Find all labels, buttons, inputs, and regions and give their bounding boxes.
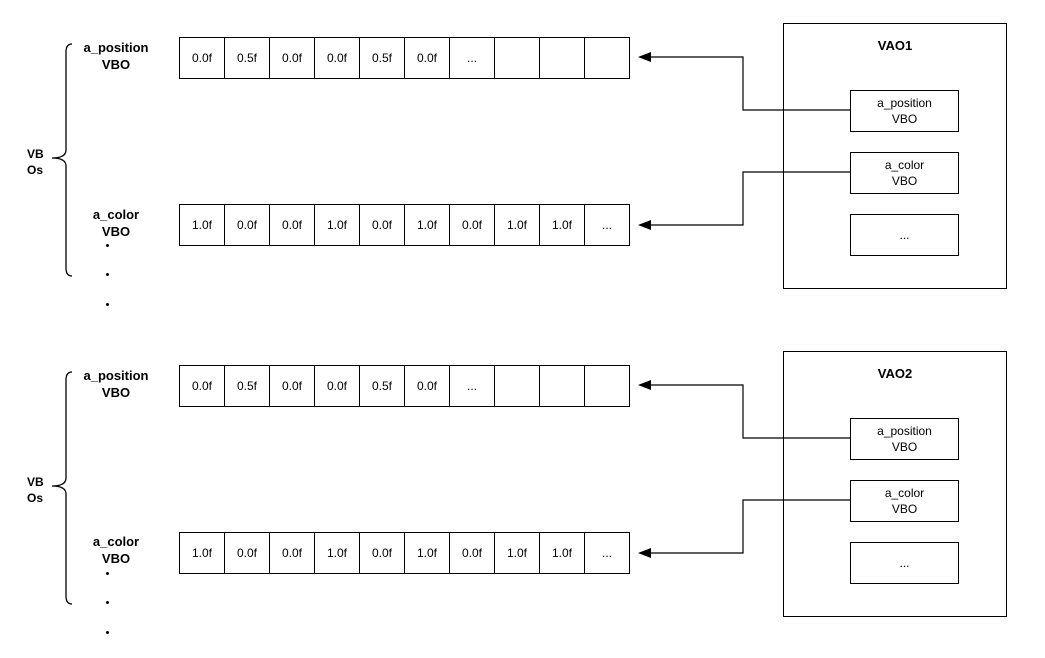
color-vbo-array: 1.0f 0.0f 0.0f 1.0f 0.0f 1.0f 0.0f 1.0f … [179, 532, 630, 574]
array-cell: 0.5f [360, 366, 405, 406]
array-cell: 0.0f [450, 533, 495, 573]
array-cell: 1.0f [495, 205, 540, 245]
array-cell: 1.0f [315, 205, 360, 245]
vao-group-1: VB Os a_position VBO a_color VBO 0.0f 0.… [27, 23, 1007, 306]
array-cell: ... [601, 546, 612, 560]
position-vbo-label: a_position VBO [83, 40, 149, 72]
ellipsis-dot [106, 572, 109, 575]
array-cell: 0.0f [360, 533, 405, 573]
array-cell [585, 366, 629, 406]
vao-group-2: VB Os a_position VBO a_color VBO 0.0f 0.… [0, 328, 1045, 658]
array-cell: 0.0f [405, 366, 450, 406]
array-cell: 0.5f [225, 366, 270, 406]
vao-slot-position: a_position VBO [850, 418, 959, 460]
ellipsis-dot [106, 303, 109, 306]
array-cell: 1.0f [540, 205, 585, 245]
color-vbo-array: 1.0f 0.0f 0.0f 1.0f 0.0f 1.0f 0.0f 1.0f … [179, 204, 630, 246]
ellipsis-dot [106, 273, 109, 276]
vao-box: VAO2 a_position VBO a_color VBO ... [783, 351, 1007, 617]
ellipsis-dot [106, 601, 109, 604]
array-cell: 1.0f [405, 533, 450, 573]
vao-title: VAO2 [877, 366, 913, 381]
array-cell: 1.0f [495, 533, 540, 573]
position-vbo-label: a_position VBO [83, 368, 149, 400]
array-cell: 0.0f [180, 38, 225, 78]
array-cell: 1.0f [180, 205, 225, 245]
vao-slot-color: a_color VBO [850, 480, 959, 522]
array-cell: 0.0f [270, 533, 315, 573]
array-cell: 1.0f [315, 533, 360, 573]
array-cell [495, 38, 540, 78]
array-cell: ... [450, 38, 495, 78]
color-vbo-label: a_color VBO [92, 207, 140, 239]
ellipsis-dot [106, 631, 109, 634]
array-cell: 0.0f [270, 38, 315, 78]
array-cell: 0.5f [225, 38, 270, 78]
array-cell: 0.0f [360, 205, 405, 245]
vao-title: VAO1 [877, 38, 913, 53]
vao-slot-more: ... [850, 542, 959, 584]
position-vbo-array: 0.0f 0.5f 0.0f 0.0f 0.5f 0.0f ... [179, 37, 630, 79]
array-cell [540, 366, 585, 406]
array-cell: 0.0f [315, 366, 360, 406]
connector-lines [51, 43, 850, 277]
array-cell [495, 366, 540, 406]
vao-box: VAO1 a_position VBO a_color VBO ... [783, 23, 1007, 289]
ellipsis-dot [106, 244, 109, 247]
array-cell: 1.0f [180, 533, 225, 573]
position-vbo-array: 0.0f 0.5f 0.0f 0.0f 0.5f 0.0f ... [179, 365, 630, 407]
array-cell: 1.0f [540, 533, 585, 573]
vao-slot-more: ... [850, 214, 959, 256]
array-cell: 0.0f [180, 366, 225, 406]
array-cell: 0.0f [315, 38, 360, 78]
vbos-label: VB Os [27, 147, 44, 177]
color-vbo-label: a_color VBO [92, 534, 140, 566]
array-cell [585, 38, 629, 78]
array-cell: 0.0f [225, 205, 270, 245]
array-cell: 0.0f [405, 38, 450, 78]
array-cell [540, 38, 585, 78]
array-cell: 1.0f [405, 205, 450, 245]
connector-lines [51, 371, 850, 605]
vao-slot-position: a_position VBO [850, 90, 959, 132]
array-cell: 0.0f [270, 205, 315, 245]
array-cell: 0.0f [270, 366, 315, 406]
vbos-label: VB Os [27, 475, 44, 505]
array-cell: 0.0f [450, 205, 495, 245]
array-cell: 0.5f [360, 38, 405, 78]
array-cell: 0.0f [225, 533, 270, 573]
vao-slot-color: a_color VBO [850, 152, 959, 194]
array-cell: ... [601, 218, 612, 232]
array-cell: ... [450, 366, 495, 406]
